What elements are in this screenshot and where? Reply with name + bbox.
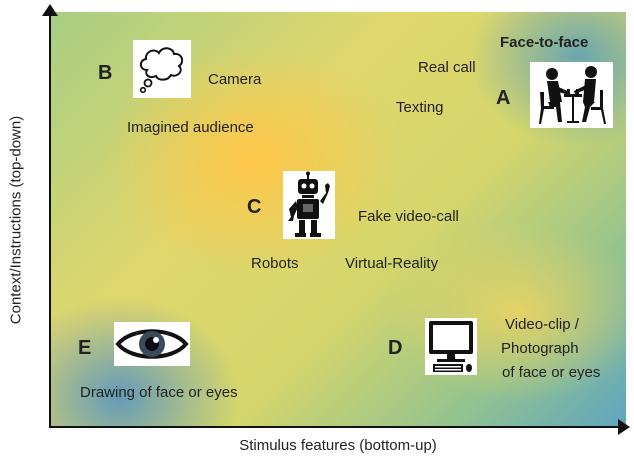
thought-cloud-icon	[133, 40, 191, 98]
people-at-table-icon	[530, 62, 613, 128]
label-camera: Camera	[208, 71, 262, 88]
label-photograph: Photograph	[501, 340, 579, 357]
label-of-face-or-eyes: of face or eyes	[502, 364, 601, 381]
computer-icon	[425, 318, 477, 375]
robot-icon	[283, 171, 335, 239]
y-axis-label: Context/Instructions (top-down)	[7, 115, 25, 325]
label-video-clip: Video-clip /	[505, 316, 579, 333]
x-axis-label: Stimulus features (bottom-up)	[239, 437, 437, 454]
quadrant-e-letter: E	[78, 337, 92, 359]
label-real-call: Real call	[418, 59, 476, 76]
y-axis-arrow-icon	[42, 4, 58, 16]
label-drawing-of-face-or-eyes: Drawing of face or eyes	[80, 384, 238, 401]
x-axis-arrow-icon	[618, 419, 630, 435]
label-robots: Robots	[251, 255, 299, 272]
label-fake-video-call: Fake video-call	[358, 208, 459, 225]
quadrant-b-letter: B	[98, 62, 113, 84]
quadrant-d-letter: D	[388, 337, 403, 359]
quadrant-a-letter: A	[496, 87, 511, 109]
label-face-to-face: Face-to-face	[500, 34, 589, 51]
label-imagined-audience: Imagined audience	[127, 119, 254, 136]
y-axis-line	[49, 12, 51, 428]
label-texting: Texting	[396, 99, 444, 116]
x-axis-line	[49, 426, 627, 428]
eye-icon	[114, 322, 190, 366]
quadrant-c-letter: C	[247, 196, 262, 218]
label-virtual-reality: Virtual-Reality	[345, 255, 439, 272]
